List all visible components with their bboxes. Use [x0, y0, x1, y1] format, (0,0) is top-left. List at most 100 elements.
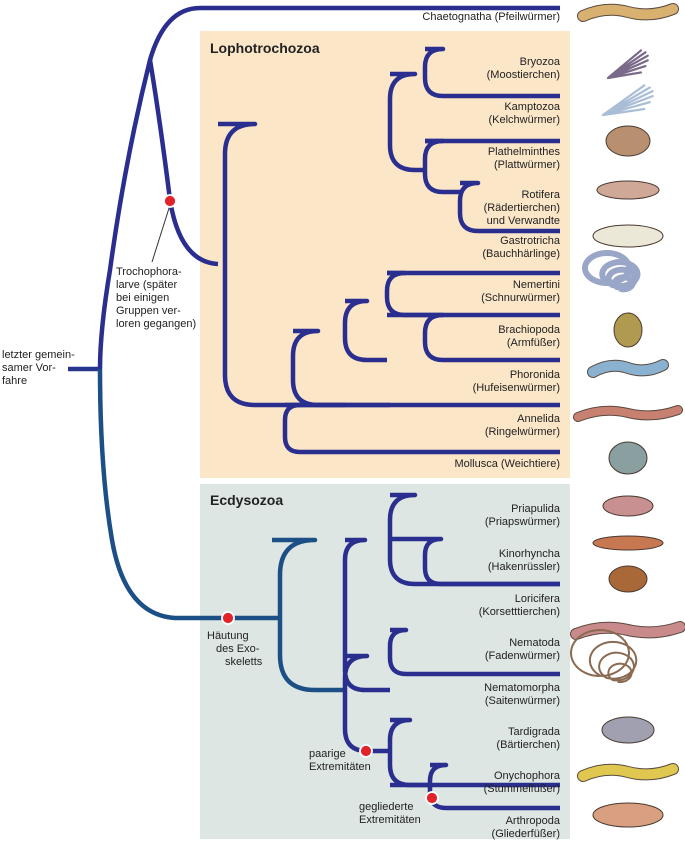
gegliederte-marker — [425, 791, 439, 805]
taxon-label: Gastrotricha — [500, 235, 560, 247]
root-label-line: letzter gemein- — [2, 349, 75, 361]
taxon-label: Nematomorpha — [484, 682, 560, 694]
taxon-label: Bryozoa — [519, 56, 560, 68]
paarige-marker — [359, 744, 373, 758]
horsehair-worm-icon-shape — [570, 629, 638, 684]
ecdysozoa-panel — [200, 484, 570, 839]
taxon-nematomorpha: Nematomorpha (Saitenwürmer) — [484, 682, 560, 708]
haeutung-note: Häutung des Exo- skeletts — [207, 630, 262, 669]
branch-nemertini-annelida — [290, 328, 345, 408]
taxon-annelida: Annelida (Ringelwürmer) — [485, 413, 560, 439]
velvet-worm-icon — [577, 763, 679, 782]
taxon-label: (Rädertierchen) — [483, 202, 560, 214]
taxon-label: Loricifera — [514, 593, 560, 605]
taxon-label: Phoronida — [509, 369, 560, 381]
taxon-bryozoa: Bryozoa (Moostierchen) — [487, 56, 560, 82]
kinorhynch-icon — [592, 535, 664, 551]
taxon-plathelminthes: Plathelminthes (Plattwürmer) — [488, 146, 560, 172]
haeutung-line: des Exo- — [216, 643, 260, 655]
branch-nematoda-nematomorpha — [387, 627, 560, 677]
branch-ecdysozoa-stem — [97, 368, 272, 621]
gastrotrich-icon — [592, 224, 664, 248]
tardigrade-icon — [601, 716, 655, 744]
taxon-kinorhyncha: Kinorhyncha (Hakenrüssler) — [488, 548, 560, 574]
root-label-line: samer Vor- — [2, 362, 56, 374]
ribbon-worm-icon-shape — [582, 250, 641, 293]
branch-lophotrochozoa-stem — [147, 59, 219, 267]
taxon-label: Brachiopoda — [498, 324, 560, 336]
trochophora-note: Trochophora- larve (später bei einigen G… — [116, 266, 196, 331]
kamptozoan-icon-shape — [601, 84, 654, 117]
taxon-label: Kamptozoa — [504, 101, 560, 113]
taxon-label: Onychophora — [493, 770, 560, 782]
branch-kinorhyncha-loricifera — [422, 536, 560, 587]
earthworm-icon-shape — [574, 406, 682, 421]
paarige-line: paarige — [309, 748, 346, 760]
gegliederte-line: gegliederte — [359, 801, 414, 813]
cockroach-icon — [592, 802, 664, 828]
horsehair-worm-icon — [570, 629, 638, 684]
gegliederte-line: Extremitäten — [359, 814, 421, 826]
taxon-label: Tardigrada — [508, 726, 560, 738]
taxon-label: Nemertini — [512, 279, 560, 291]
taxon-label: (Fadenwürmer) — [484, 650, 560, 662]
lophotrochozoa-title: Lophotrochozoa — [210, 40, 320, 56]
branch-brachiopoda-phoronida — [422, 312, 560, 363]
loriciferan-icon — [608, 565, 648, 593]
taxon-label: (Kelchwürmer) — [488, 114, 560, 126]
trochophora-line: loren gegangen) — [116, 318, 197, 330]
taxon-gastrotricha: Gastrotricha (Bauchhärlinge) — [482, 235, 560, 261]
taxon-label: (Moostierchen) — [486, 69, 560, 81]
cockroach-icon-shape — [592, 802, 664, 828]
rotifer-icon — [596, 180, 660, 200]
branch-protostomia-upper — [97, 5, 560, 370]
brachiopod-icon — [613, 312, 643, 348]
taxon-onychophora: Onychophora (Stummelfüßer) — [484, 770, 560, 796]
trochophora-marker — [163, 194, 177, 208]
taxon-rotifera: Rotifera (Rädertierchen) und Verwandte — [484, 189, 560, 228]
branch-rotifera-gastrotricha — [457, 180, 560, 234]
ecdysozoa-title: Ecdysozoa — [210, 492, 284, 508]
taxon-label: (Hakenrüssler) — [487, 561, 560, 573]
trochophora-line: Gruppen ver- — [116, 305, 181, 317]
haeutung-line: skeletts — [225, 656, 263, 668]
velvet-worm-icon-shape — [578, 764, 678, 781]
taxon-label: (Ringelwürmer) — [484, 426, 560, 438]
nematode-icon-shape — [571, 622, 685, 639]
taxon-brachiopoda: Brachiopoda (Armfüßer) — [498, 324, 560, 350]
taxon-nematoda: Nematoda (Fadenwürmer) — [485, 637, 560, 663]
branch-ecdy-root — [272, 537, 345, 693]
taxon-label: (Hufeisenwürmer) — [472, 382, 560, 394]
branch-platy-group — [422, 138, 460, 195]
gegliederte-note: gegliederte Extremitäten — [359, 801, 421, 827]
trochophora-line: Trochophora- — [116, 266, 182, 278]
branch-bryozoa-kamptozoa — [422, 46, 560, 99]
taxon-label: (Korsetttierchen) — [478, 606, 560, 618]
taxon-label: Kinorhyncha — [498, 548, 560, 560]
taxon-label: Nematoda — [509, 637, 560, 649]
snail-icon-shape — [608, 441, 648, 475]
phoronid-icon — [587, 359, 669, 378]
taxon-label: Annelida — [517, 413, 560, 425]
taxon-label: (Stummelfüßer) — [483, 783, 560, 795]
taxon-label: Mollusca (Weichtiere) — [454, 458, 560, 470]
taxon-label: (Bauchhärlinge) — [482, 248, 560, 260]
flatworm-icon — [605, 125, 651, 157]
bryozoan-icon-shape — [606, 49, 649, 80]
taxon-chaetognatha: Chaetognatha (Pfeilwürmer) — [422, 11, 560, 24]
taxon-kamptozoa: Kamptozoa (Kelchwürmer) — [488, 101, 560, 127]
taxon-phoronida: Phoronida (Hufeisenwürmer) — [473, 369, 560, 395]
taxon-label: (Bärtierchen) — [496, 739, 560, 751]
rotifer-icon-shape — [596, 180, 660, 200]
taxon-label: (Gliederfüßer) — [491, 828, 560, 840]
trochophora-line: bei einigen — [116, 292, 170, 304]
gastrotrich-icon-shape — [592, 224, 664, 248]
bryozoan-icon — [606, 49, 649, 80]
flatworm-icon-shape — [605, 125, 651, 157]
arrow-worm-icon-shape — [578, 4, 678, 21]
nematode-icon — [570, 621, 685, 640]
earthworm-icon — [573, 405, 683, 422]
loriciferan-icon-shape — [608, 565, 648, 593]
